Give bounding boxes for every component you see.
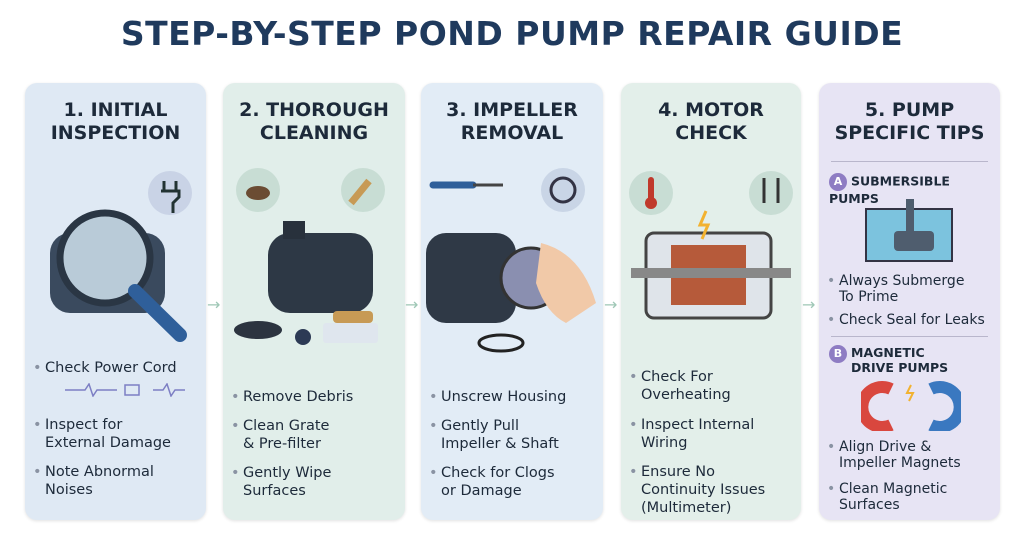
bullet: Note Abnormal Noises [33,463,200,499]
spark-icon [697,210,711,240]
step-heading: 1. INITIAL INSPECTION [50,99,181,144]
bullet: Clean Magnetic Surfaces [827,481,994,513]
pump-icon [268,233,373,313]
arrow-icon: → [604,295,618,314]
step-2-panel: 2. THOROUGH CLEANING Remove Debris Clean… [223,83,405,520]
section-label: SUBMERSIBLE PUMPS [829,173,950,206]
step-4-panel: 4. MOTOR CHECK Check For Overheating Ins… [621,83,801,520]
magnifying-glass-icon [56,209,154,307]
step-heading: 5. PUMP SPECIFIC TIPS [834,99,985,144]
divider [831,161,988,162]
bullet: Inspect Internal Wiring [629,416,795,452]
bullet: Inspect for External Damage [33,416,200,452]
submersible-pump-icon [865,199,953,262]
cleaning-illustration [234,168,385,345]
fan-icon [541,168,585,212]
page-title: STEP-BY-STEP POND PUMP REPAIR GUIDE [120,14,904,53]
step-heading: 2. THOROUGH CLEANING [239,99,389,144]
divider [831,336,988,337]
bullet: Unscrew Housing [429,388,597,406]
bullet: Check Seal for Leaks [827,311,994,329]
arrow-icon: → [405,295,419,314]
bullet: Always Submerge To Prime [827,273,994,305]
bullet: Check Power Cord [33,359,200,377]
bullet: Align Drive & Impeller Magnets [827,439,994,471]
bullet: Ensure No Continuity Issues (Multimeter) [629,463,795,517]
bullet: Remove Debris [231,388,399,406]
arrow-icon: → [207,295,221,314]
bullet: Check for Clogs or Damage [429,464,597,500]
arrow-icon: → [802,295,816,314]
magnets-icon [861,381,961,431]
plug-icon [148,171,192,215]
motor-illustration [629,171,793,320]
impeller-illustration [426,168,596,353]
step-1-panel: 1. INITIAL INSPECTION Check Power Cord I… [25,83,206,520]
section-label: MAGNETIC DRIVE PUMPS [851,345,949,375]
badge-b: B [829,345,847,363]
bullet: Gently Pull Impeller & Shaft [429,417,597,453]
bullet: Check For Overheating [629,368,795,404]
magnifier-pump-illustration [50,171,192,342]
badge-a: A [829,173,847,191]
step-heading: 3. IMPELLER REMOVAL [446,99,578,144]
bullet: Clean Grate & Pre-filter [231,417,399,453]
step-3-panel: 3. IMPELLER REMOVAL Unscrew Housing Gent… [421,83,603,520]
multimeter-icon [749,171,793,215]
bullet: Gently Wipe Surfaces [231,464,399,500]
noise-wave-icon [65,383,185,397]
step-heading: 4. MOTOR CHECK [658,99,764,144]
